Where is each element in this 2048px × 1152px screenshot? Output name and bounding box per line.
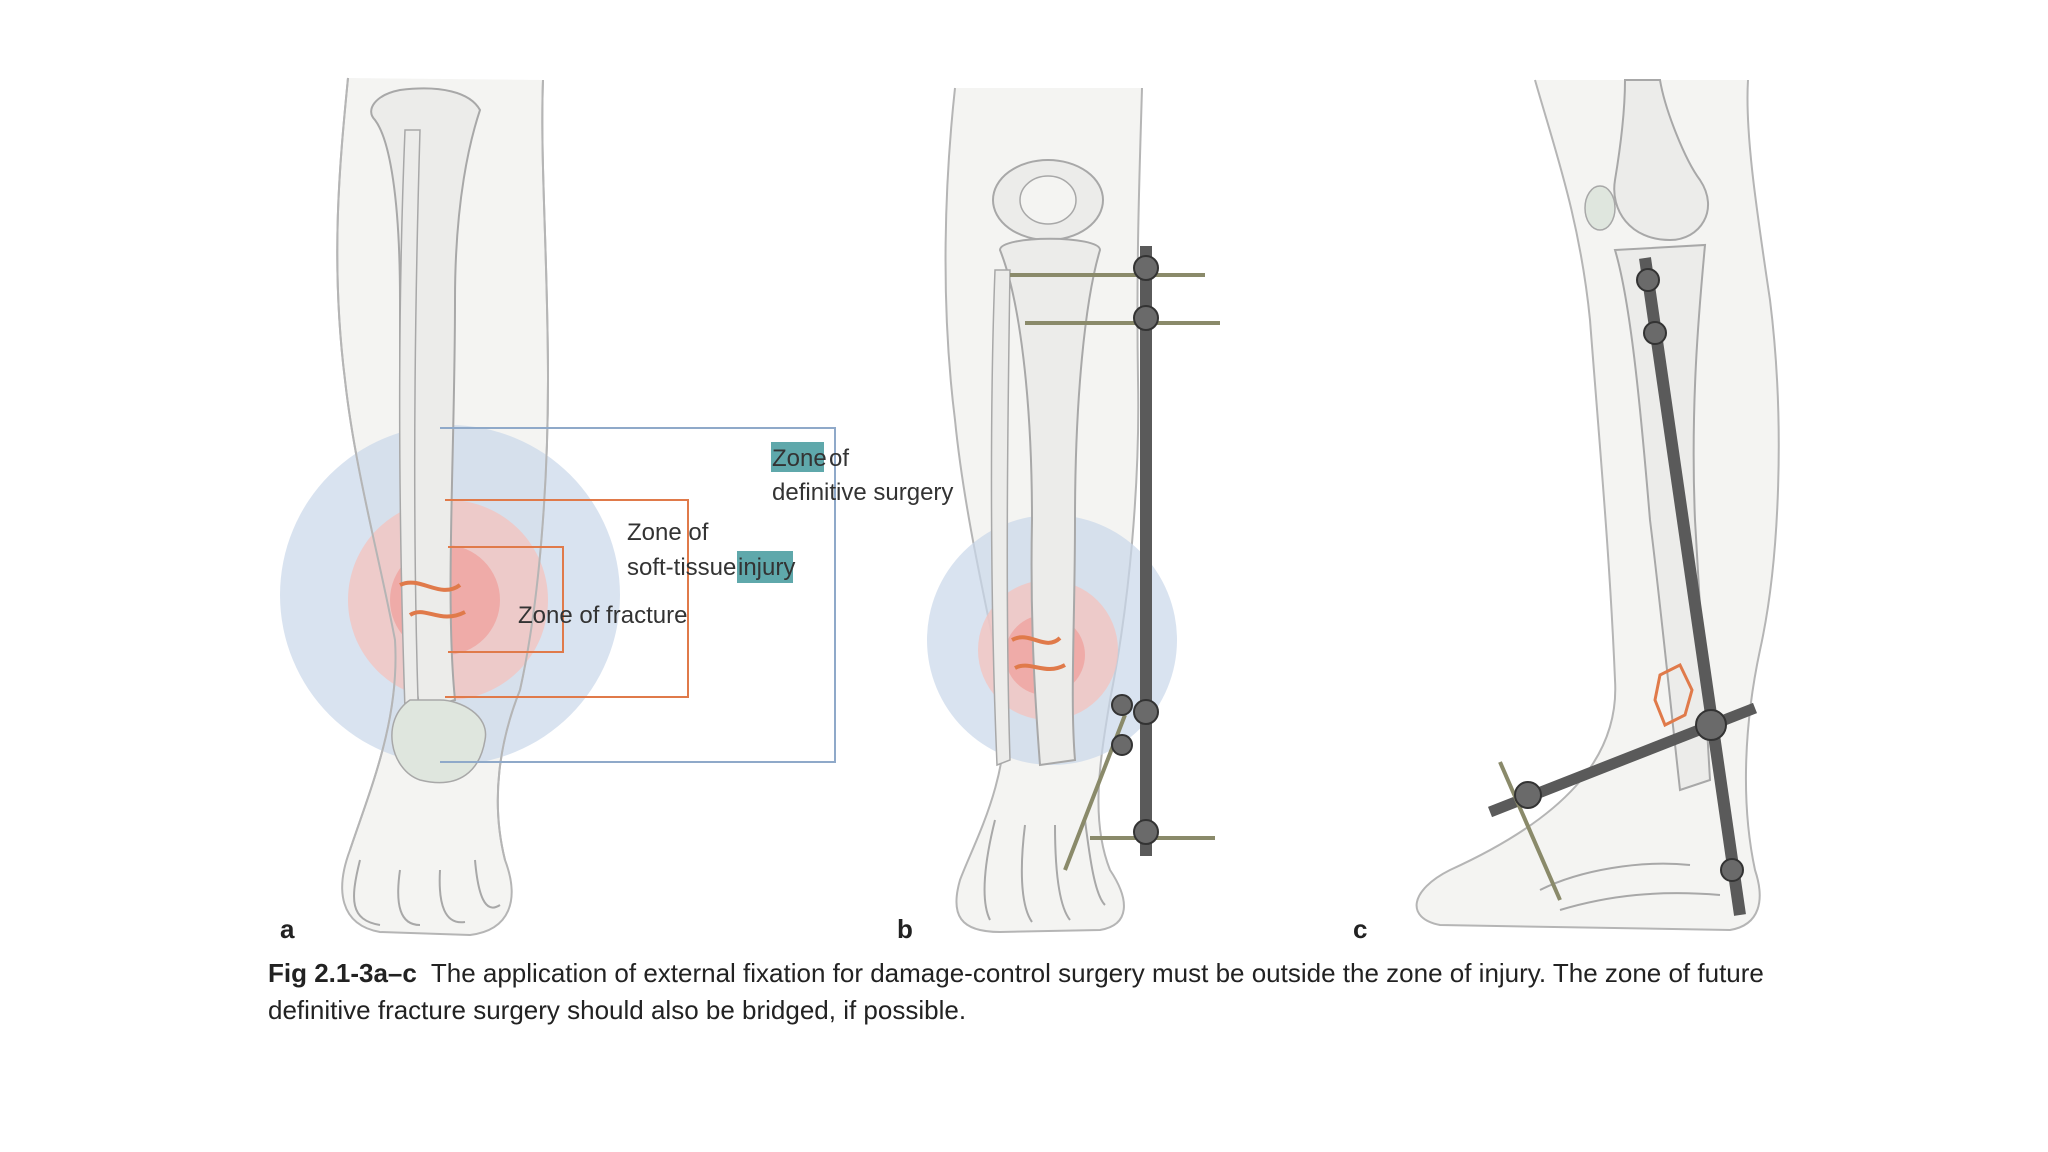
panel-a-leg [280,77,836,937]
caption-text: The application of external fixation for… [268,958,1764,1025]
label-zone-definitive-line2: definitive surgery [772,479,953,506]
panel-label-c: c [1353,914,1367,944]
label-softtissue-line1: Zone of [627,519,709,546]
panel-b-leg [927,87,1220,934]
label-softtissue-line2a: soft-tissue [627,554,736,581]
caption-fig-number: Fig 2.1-3a–c [268,958,417,988]
fixator-bar-c [1639,257,1746,916]
label-zone-fracture: Zone of fracture [518,602,687,629]
label-softtissue-line2b: injury [738,554,795,581]
label-zone-definitive-of: of [829,445,849,472]
highlight-injury [737,551,793,583]
panel-c-leg [1415,79,1780,932]
highlight-zone [771,442,824,472]
panel-label-b: b [897,914,913,944]
fixator-bar-b [1140,246,1152,856]
label-zone-definitive-word: Zone [772,445,827,472]
panel-label-a: a [280,914,295,944]
